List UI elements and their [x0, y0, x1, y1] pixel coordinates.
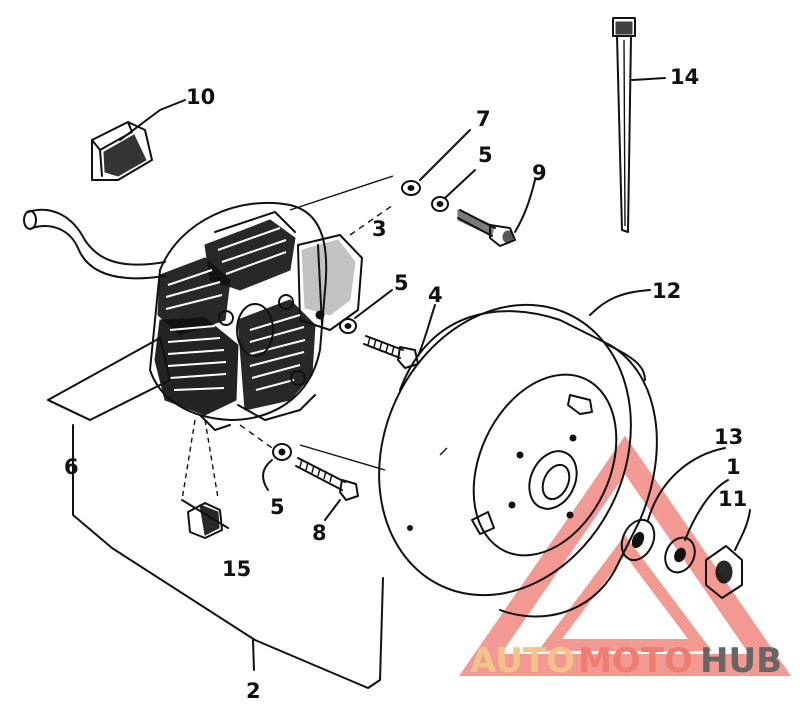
- part-5-lockwasher-low: [262, 443, 292, 491]
- watermark-auto: AUTO: [470, 641, 575, 681]
- part-7-washer: [401, 129, 471, 196]
- watermark-moto: MOTO: [578, 641, 693, 681]
- callout-12: 12: [652, 279, 681, 303]
- callout-15: 15: [222, 557, 251, 581]
- part-8-screw: [295, 457, 359, 521]
- callout-13: 13: [714, 425, 743, 449]
- wire-harness: [23, 208, 166, 280]
- callout-10: 10: [186, 85, 215, 109]
- callout-6: 6: [64, 455, 79, 479]
- callout-7: 7: [476, 107, 491, 131]
- part-6-pointer: [47, 337, 171, 421]
- callout-9: 9: [532, 161, 547, 185]
- callout-labels: 10 14 7 5 9 3 5 4 12 6 5 8 15 13 1 11 2: [64, 65, 747, 703]
- part-5-lockwasher-top: [431, 169, 476, 212]
- callout-3: 3: [372, 217, 387, 241]
- watermark-triangle-logo: [459, 435, 791, 676]
- watermark-hub: HUB: [700, 641, 782, 681]
- callout-2: 2: [246, 679, 261, 703]
- part-9-bolt: [457, 179, 536, 247]
- stator-assembly: [149, 201, 363, 431]
- callout-8: 8: [312, 521, 327, 545]
- part-14-cable-tie: [612, 17, 666, 233]
- callout-4: 4: [428, 283, 443, 307]
- callout-5-mid: 5: [394, 271, 409, 295]
- part-15-spacer: [181, 419, 229, 539]
- part-11-nut: [705, 509, 751, 599]
- callout-5-top: 5: [478, 143, 493, 167]
- part-13-washer: [620, 447, 726, 562]
- callout-5-low: 5: [270, 495, 285, 519]
- leader-bracket-2: [72, 424, 384, 689]
- watermark-text: AUTO MOTO HUB: [470, 641, 782, 681]
- part-1-lockwasher: [664, 479, 729, 574]
- callout-11: 11: [718, 487, 747, 511]
- callout-1: 1: [726, 455, 741, 479]
- callout-14: 14: [670, 65, 699, 89]
- part-4-screw: [363, 304, 436, 369]
- part-5-lockwasher-mid: [339, 289, 393, 334]
- part-10-cap: [91, 99, 186, 181]
- part-12-flywheel: [378, 289, 658, 618]
- alignment-lines: [239, 175, 394, 471]
